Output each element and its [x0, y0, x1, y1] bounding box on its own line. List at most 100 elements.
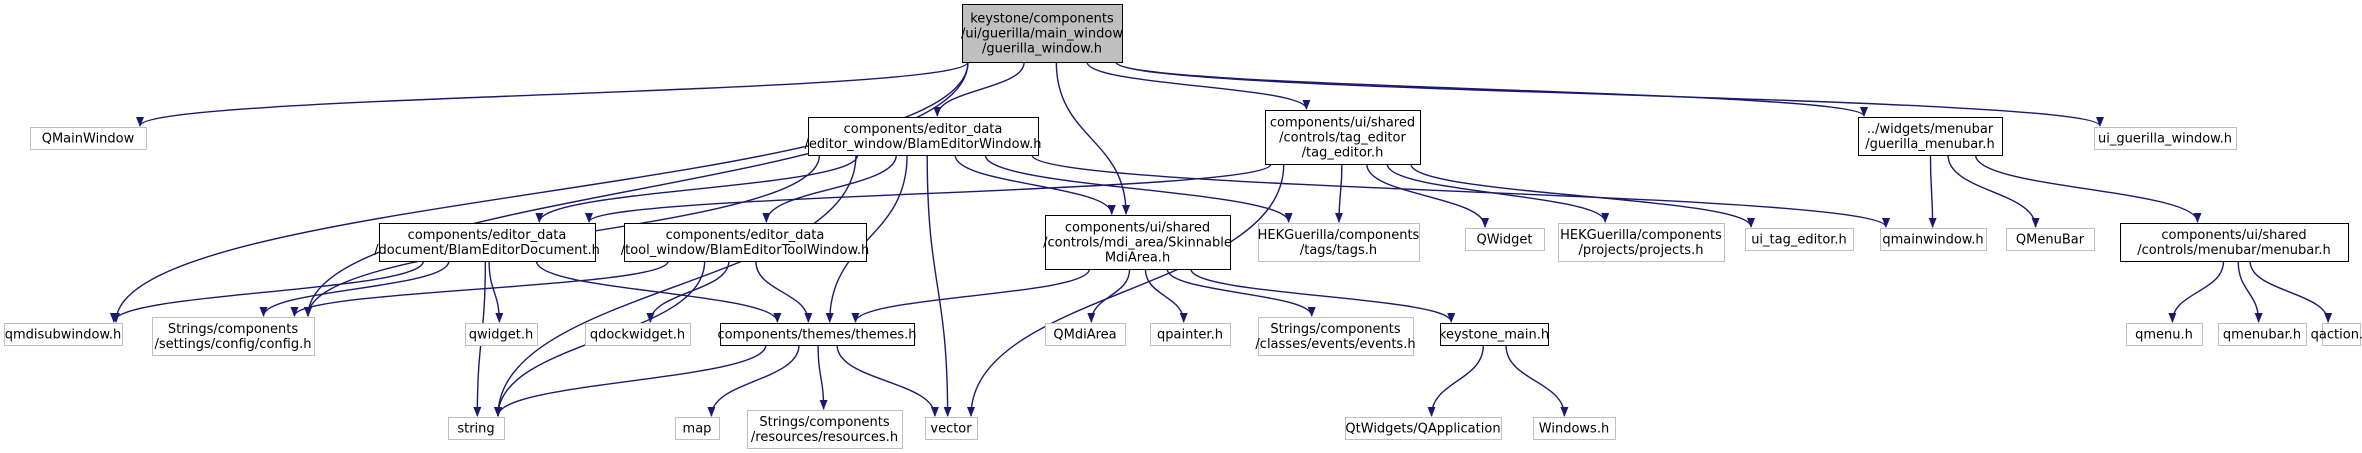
node-label-bew-line-0: components/editor_data: [844, 122, 1003, 137]
node-label-betw-line-0: components/editor_data: [666, 228, 825, 243]
node-label-root-line-2: /guerilla_window.h: [982, 42, 1102, 57]
edge-tag_editor-to-qwidget_cls: [1366, 163, 1490, 228]
node-box-themes: [720, 323, 915, 346]
node-label-bed-line-1: /document/BlamEditorDocument.h: [374, 243, 600, 258]
node-box-tag_editor: [1265, 110, 1421, 165]
edge-keystone_main-to-qapplication: [1427, 344, 1485, 417]
edge-bed-to-themes: [535, 260, 782, 323]
node-label-qwidget_cls-line-0: QWidget: [1476, 233, 1532, 248]
node-root[interactable]: keystone/components/ui/guerilla/main_win…: [961, 4, 1123, 63]
node-label-qmdiarea-line-0: QMdiArea: [1053, 328, 1116, 343]
node-bew[interactable]: components/editor_data/editor_window/Bla…: [805, 117, 1042, 156]
edge-bed-to-config: [259, 260, 450, 317]
node-qmenubar_cls: QMenuBar: [2006, 228, 2095, 251]
node-label-projects-line-1: /projects/projects.h: [1579, 243, 1704, 258]
node-qmdisubwindow: qmdisubwindow.h: [4, 323, 123, 346]
node-label-tags-line-1: /tags/tags.h: [1300, 243, 1377, 258]
node-box-map: [675, 417, 720, 440]
edge-bew-to-betw: [762, 154, 897, 223]
edge-root-to-ui_guerilla_window: [1115, 61, 2104, 127]
node-box-bew: [808, 117, 1039, 156]
node-label-qdockwidget-line-0: qdockwidget.h: [590, 328, 685, 343]
node-tag_editor[interactable]: components/ui/shared/controls/tag_editor…: [1265, 110, 1421, 165]
edge-tag_editor-to-vector: [967, 163, 1285, 417]
node-box-qapplication: [1345, 417, 1502, 440]
node-qdockwidget: qdockwidget.h: [585, 323, 691, 346]
node-label-themes-line-0: components/themes/themes.h: [718, 328, 917, 343]
node-box-projects: [1558, 223, 1725, 262]
node-label-ui_guerilla_window-line-0: ui_guerilla_window.h: [2098, 132, 2232, 147]
edge-root-to-qmdisubwindow: [112, 61, 969, 323]
edge-bew-to-qmainwindow_h: [1031, 154, 1890, 228]
node-label-mdiarea-line-2: MdiArea.h: [1105, 251, 1170, 266]
node-label-map-line-0: map: [683, 422, 712, 437]
node-projects: HEKGuerilla/components/projects/projects…: [1558, 223, 1725, 262]
node-label-events-line-0: Strings/components: [1270, 322, 1400, 337]
edge-menubar-to-qmenu: [2168, 260, 2225, 323]
node-box-qwidget_cls: [1465, 228, 1545, 251]
node-box-qmenu: [2126, 323, 2203, 346]
node-box-keystone_main: [1440, 323, 1549, 346]
node-label-qmainwindow_h-line-0: qmainwindow.h: [1882, 233, 1983, 248]
edge-tag_editor-to-ui_tag_editor: [1410, 163, 1755, 228]
node-label-menubar-line-0: components/ui/shared: [2161, 228, 2306, 243]
node-tags: HEKGuerilla/components/tags/tags.h: [1258, 223, 1420, 262]
edge-mdiarea-to-themes: [851, 268, 1091, 323]
node-label-ui_tag_editor-line-0: ui_tag_editor.h: [1751, 233, 1847, 248]
node-label-mdiarea-line-1: /controls/mdi_area/Skinnable: [1043, 236, 1232, 251]
node-qmenu: qmenu.h: [2126, 323, 2203, 346]
node-box-qmdiarea: [1045, 323, 1126, 346]
edge-mdiarea-to-keystone_main: [1190, 268, 1456, 323]
node-themes[interactable]: components/themes/themes.h: [718, 323, 917, 346]
node-label-root-line-0: keystone/components: [970, 12, 1114, 27]
node-bed[interactable]: components/editor_data/document/BlamEdit…: [374, 223, 600, 262]
node-label-vector-line-0: vector: [930, 422, 972, 437]
node-label-string-line-0: string: [457, 422, 494, 437]
node-keystone_main[interactable]: keystone_main.h: [1439, 323, 1549, 346]
node-label-menubar-line-1: /controls/menubar/menubar.h: [2137, 243, 2331, 258]
edge-bew-to-vector: [926, 154, 952, 417]
node-qapplication: QtWidgets/QApplication: [1345, 417, 1502, 440]
node-config: Strings/components/settings/config/confi…: [152, 317, 315, 356]
node-menubar[interactable]: components/ui/shared/controls/menubar/me…: [2120, 223, 2349, 262]
node-box-qmainwindow_h: [1880, 228, 1987, 251]
node-ui_tag_editor: ui_tag_editor.h: [1745, 228, 1854, 251]
node-events: Strings/components/classes/events/events…: [1255, 317, 1416, 356]
node-box-ui_tag_editor: [1745, 228, 1854, 251]
node-guerilla_menubar[interactable]: ../widgets/menubar/guerilla_menubar.h: [1858, 117, 2003, 156]
edge-themes-to-resources: [817, 344, 828, 410]
edge-mdiarea-to-qpainter: [1144, 268, 1188, 323]
node-qwidget_cls: QWidget: [1465, 228, 1545, 251]
node-box-ui_guerilla_window: [2094, 127, 2237, 150]
edge-bed-to-qwidget_h: [488, 260, 504, 323]
node-box-qaction: [2322, 323, 2361, 346]
edge-bed-to-qmdisubwindow: [109, 260, 425, 323]
node-box-config: [152, 317, 315, 356]
node-mdiarea[interactable]: components/ui/shared/controls/mdi_area/S…: [1043, 215, 1232, 270]
node-label-tag_editor-line-1: /controls/tag_editor: [1279, 131, 1406, 146]
node-label-qaction-line-0: qaction.h: [2311, 328, 2362, 343]
node-box-qmdisubwindow: [4, 323, 123, 346]
node-box-qdockwidget: [585, 323, 691, 346]
node-label-resources-line-1: /resources/resources.h: [751, 430, 898, 445]
node-box-betw: [624, 223, 867, 262]
node-box-menubar: [2120, 223, 2349, 262]
node-label-tag_editor-line-0: components/ui/shared: [1270, 116, 1415, 131]
node-box-events: [1258, 317, 1414, 356]
node-box-guerilla_menubar: [1858, 117, 2003, 156]
edge-tag_editor-to-bed: [585, 163, 1272, 223]
node-betw[interactable]: components/editor_data/tool_window/BlamE…: [621, 223, 870, 262]
edge-themes-to-vector: [836, 344, 939, 417]
node-box-windows: [1533, 417, 1616, 440]
node-qmainwindow_h: qmainwindow.h: [1880, 228, 1987, 251]
node-box-string: [448, 417, 505, 440]
node-windows: Windows.h: [1533, 417, 1616, 440]
node-label-bew-line-1: /editor_window/BlamEditorWindow.h: [805, 137, 1042, 152]
edge-tag_editor-to-tags: [1334, 163, 1343, 223]
node-box-root: [962, 4, 1123, 63]
node-box-mdiarea: [1045, 215, 1231, 270]
node-label-tags-line-0: HEKGuerilla/components: [1258, 228, 1420, 243]
edge-guerilla_menubar-to-menubar: [1974, 154, 2202, 223]
node-qmenubar_h: qmenubar.h: [2218, 323, 2307, 346]
